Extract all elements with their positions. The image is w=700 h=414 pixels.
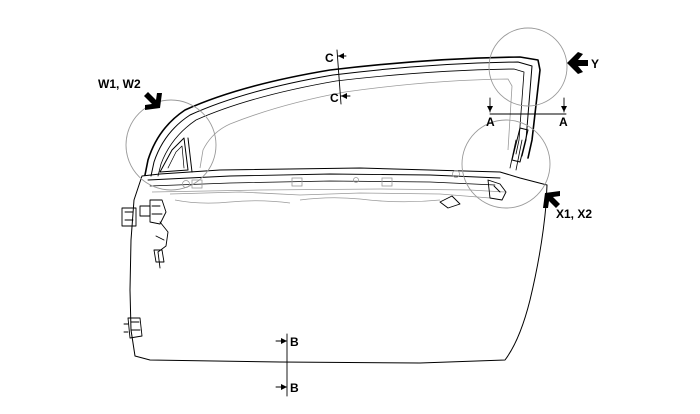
section-b-label-bottom: B	[290, 381, 299, 395]
section-a-label-right: A	[559, 115, 568, 129]
section-c-label-bottom: C	[330, 91, 339, 105]
frame-rear-pillar	[511, 127, 529, 163]
detail-circle-y	[488, 27, 568, 107]
mirror-patch-inner	[167, 145, 185, 169]
window-glass-edge	[199, 78, 513, 169]
frame-rear-pillar-2	[509, 139, 523, 171]
section-c-label-top: C	[325, 51, 334, 65]
view-arrow-w	[144, 92, 162, 110]
view-label-w: W1, W2	[98, 77, 141, 91]
detail-circle-w	[125, 99, 217, 191]
view-arrow-y	[567, 52, 588, 74]
section-b-label-top: B	[290, 335, 299, 349]
view-arrow-x	[543, 191, 560, 208]
belt-line-lower	[151, 188, 506, 193]
view-label-y: Y	[591, 57, 599, 71]
window-frame-mid	[150, 61, 533, 177]
window-frame-outer	[144, 56, 541, 176]
section-c-c: C C	[325, 49, 351, 105]
rear-latch-assembly	[439, 179, 507, 209]
window-frame-inner	[157, 68, 525, 177]
section-a-a: A A	[486, 97, 568, 129]
lower-hinge	[123, 317, 143, 339]
view-label-x: X1, X2	[556, 207, 592, 221]
section-b-b: B B	[275, 333, 299, 397]
section-a-label-left: A	[486, 115, 495, 129]
detail-circle-x	[461, 119, 551, 209]
mirror-patch-triangle	[159, 137, 189, 173]
front-hinge-assembly	[121, 199, 169, 269]
belt-line-inner	[149, 180, 496, 187]
inner-reinforcement	[169, 170, 491, 204]
mirror-patch-divider	[187, 137, 193, 173]
